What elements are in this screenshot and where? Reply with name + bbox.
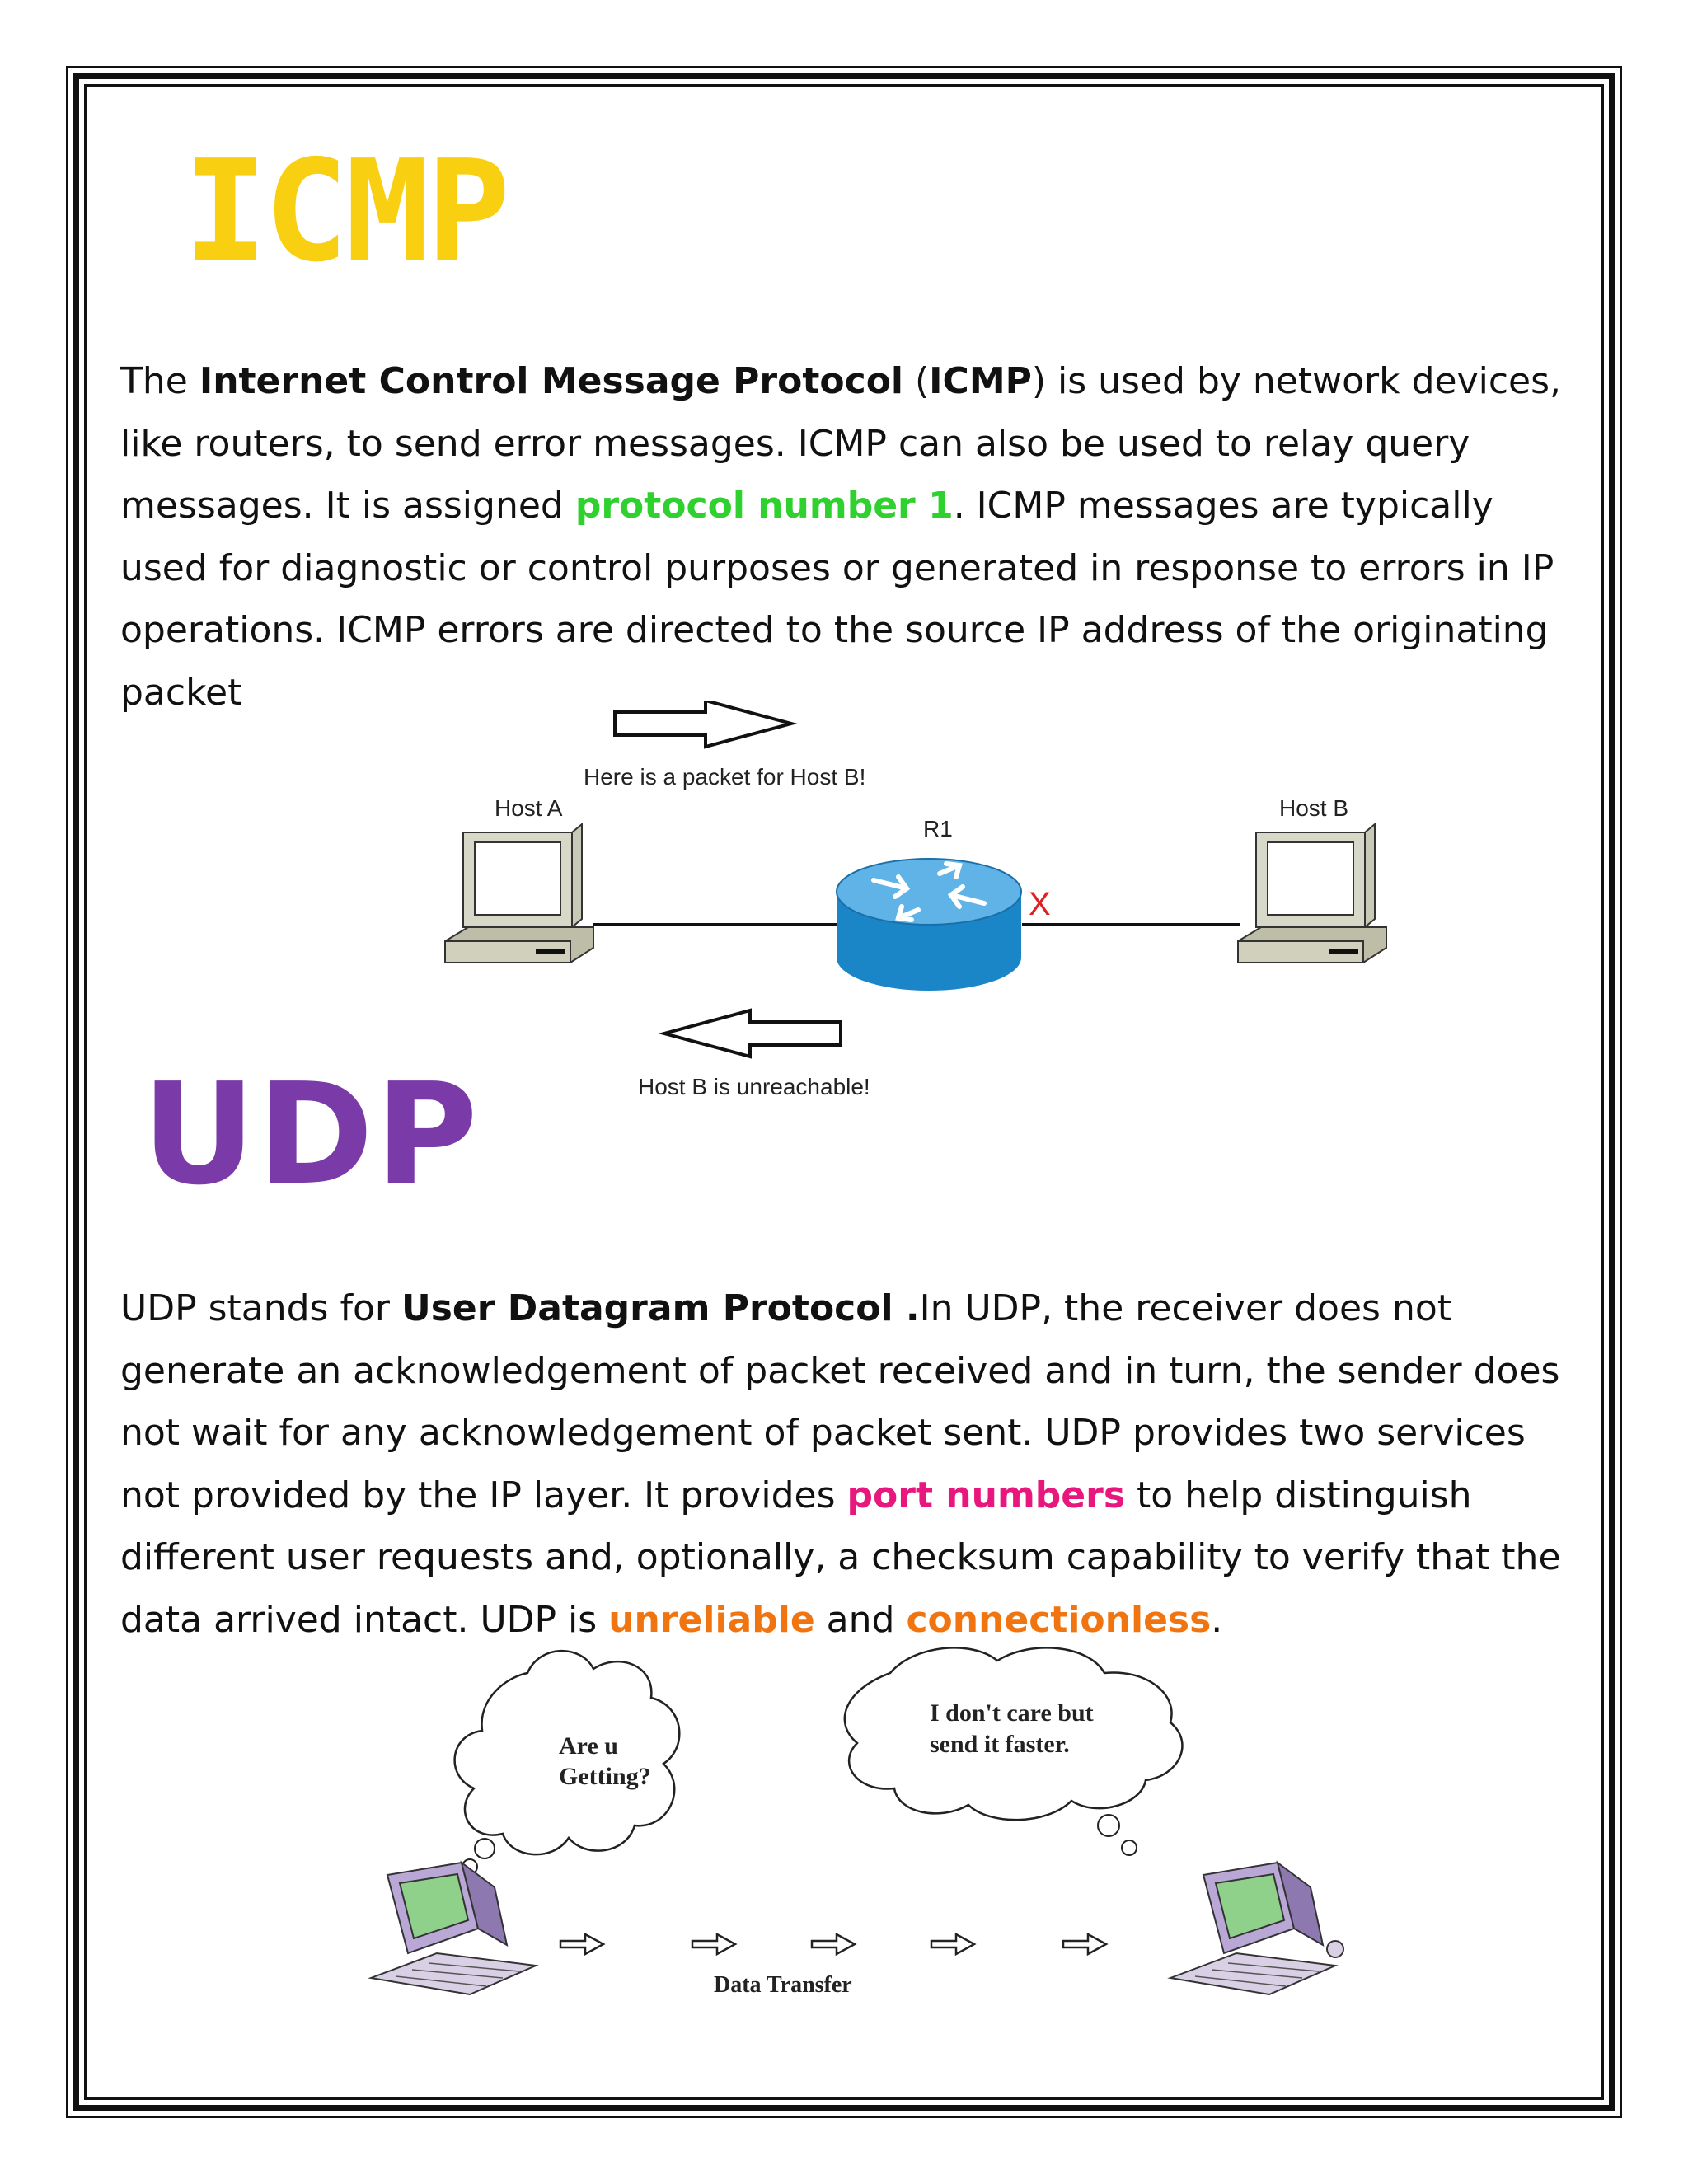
- udp-text: In UDP, the receiver does not generate a…: [120, 1287, 1560, 1516]
- icmp-text: (: [903, 360, 930, 402]
- icmp-text: The: [120, 360, 199, 402]
- top-arrow-label: Here is a packet for Host B!: [584, 764, 865, 790]
- host-a-computer-icon: [444, 822, 594, 963]
- transfer-arrow-icon: [691, 1932, 738, 1957]
- left-thought-bubble: [453, 1649, 681, 1856]
- host-b-computer-icon: [1237, 822, 1387, 963]
- sender-computer-icon: [368, 1860, 539, 1996]
- host-a-label: Host A: [495, 795, 563, 821]
- page-border-outer: [66, 66, 1622, 2118]
- icmp-text: . ICMP messages are typically used for d…: [120, 485, 1554, 714]
- page-border-middle: [73, 73, 1615, 2111]
- udp-full-name: User Datagram Protocol .: [401, 1287, 920, 1329]
- right-thought-bubble: [843, 1647, 1184, 1821]
- left-bubble-line-1: Are u: [559, 1732, 618, 1760]
- router-label: R1: [923, 816, 953, 841]
- udp-text: .: [1211, 1598, 1223, 1641]
- icmp-diagram: Here is a packet for Host B! Host A R1 H…: [444, 701, 1387, 1099]
- left-arrow-icon: [658, 1008, 842, 1059]
- icmp-acronym: ICMP: [929, 360, 1032, 402]
- transfer-arrow-icon: [810, 1932, 857, 1957]
- page-border-inner: [84, 84, 1604, 2100]
- host-b-label: Host B: [1279, 795, 1348, 821]
- transfer-arrow-icon: [930, 1932, 977, 1957]
- port-numbers-highlight: port numbers: [846, 1474, 1126, 1516]
- bottom-arrow-label: Host B is unreachable!: [638, 1074, 870, 1099]
- thought-dot: [1097, 1814, 1120, 1837]
- udp-text: to help distinguish different user reque…: [120, 1474, 1561, 1641]
- transfer-arrow-icon: [559, 1932, 606, 1957]
- right-arrow-icon: [613, 701, 798, 749]
- router-icon: [836, 858, 1022, 991]
- icmp-full-name: Internet Control Message Protocol: [199, 360, 904, 402]
- link-down-x-mark: X: [1029, 886, 1051, 922]
- receiver-computer-icon: [1167, 1860, 1344, 1996]
- data-transfer-label: Data Transfer: [714, 1972, 852, 1998]
- thought-dot: [474, 1838, 495, 1859]
- udp-description: UDP stands for User Datagram Protocol .I…: [120, 1277, 1587, 1651]
- icmp-heading: ICMP: [183, 130, 510, 293]
- protocol-number-highlight: protocol number 1: [574, 485, 954, 527]
- udp-text: UDP stands for: [120, 1287, 401, 1329]
- udp-heading: UDP: [142, 1053, 480, 1216]
- transfer-arrow-icon: [1062, 1932, 1109, 1957]
- unreliable-highlight: unreliable: [608, 1598, 815, 1641]
- right-bubble-line-2: send it faster.: [930, 1731, 1070, 1758]
- icmp-description: The Internet Control Message Protocol (I…: [120, 350, 1587, 724]
- udp-text: and: [814, 1598, 907, 1641]
- left-bubble-line-2: Getting?: [559, 1763, 651, 1790]
- connectionless-highlight: connectionless: [906, 1598, 1212, 1641]
- icmp-text: ) is used by network devices, like route…: [120, 360, 1562, 527]
- thought-dot: [1121, 1840, 1137, 1856]
- udp-diagram: Are u Getting? I don't care but send it …: [368, 1647, 1344, 1998]
- right-bubble-line-1: I don't care but: [930, 1699, 1094, 1727]
